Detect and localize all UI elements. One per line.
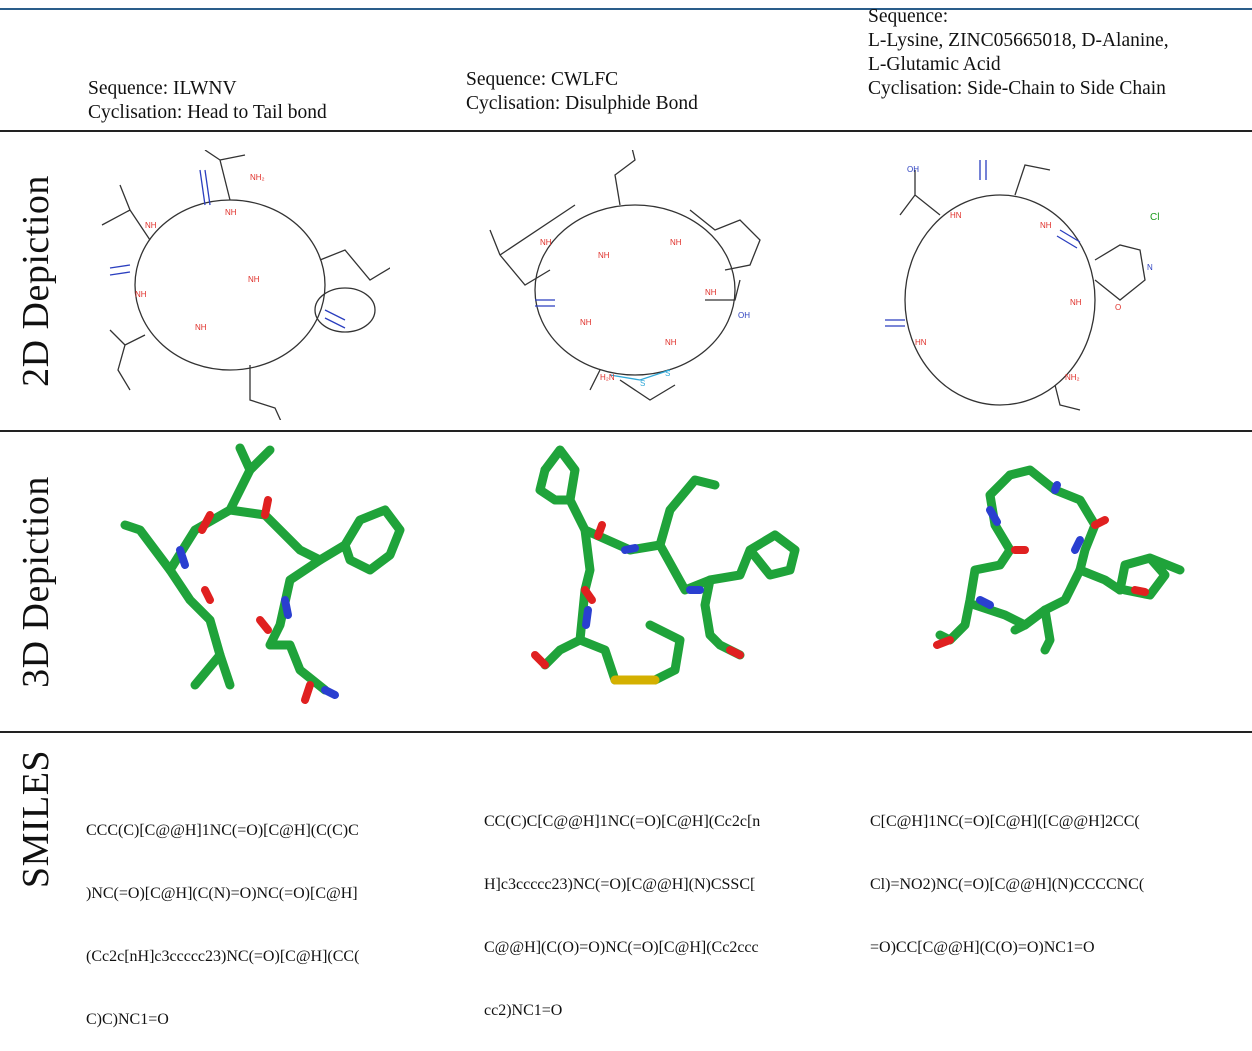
atom-label: O [1115,303,1121,312]
atom-label: NH [705,288,717,297]
smiles-peptide-1: CCC(C)[C@@H]1NC(=O)[C@H](C(C)C )NC(=O)[C… [86,822,360,1028]
cyclisation-line: Cyclisation: Disulphide Bond [466,93,698,114]
atom-label: NH [670,238,682,247]
header-cell-peptide-1: Sequence: ILWNV Cyclisation: Head to Tai… [88,77,327,125]
atom-label: NH [580,318,592,327]
sequence-line: Sequence: [868,6,949,27]
atom-label: NH [665,338,677,347]
atom-label: OH [738,311,750,320]
row-divider-3d-smiles [0,731,1252,733]
cyclisation-line: Cyclisation: Head to Tail bond [88,102,327,123]
atom-label: NH [195,323,207,332]
structure-3d-peptide-1 [120,443,405,704]
structure-2d-peptide-1: NH NH NH NH NH NH₂ [101,150,390,420]
top-rule [0,8,1252,10]
row-label-3d: 3D Depiction [15,475,58,688]
structure-3d-peptide-3 [933,465,1185,655]
atom-label: NH₂ [250,173,265,182]
atom-label: NH [135,290,147,299]
structure-3d-peptide-2 [531,445,800,685]
atom-label: S [665,369,670,378]
atom-label: H₂N [600,373,615,382]
header-cell-peptide-2: Sequence: CWLFC Cyclisation: Disulphide … [466,68,698,116]
row-label-smiles: SMILES [15,749,58,889]
atom-label: OH [907,165,919,174]
atom-label: NH₂ [1065,373,1080,382]
atom-label: NH [225,208,237,217]
atom-label: NH [598,251,610,260]
sequence-line: Sequence: ILWNV [88,78,237,99]
row-divider-2d-3d [0,430,1252,432]
atom-label: N [1147,263,1153,272]
row-label-2d: 2D Depiction [15,175,58,387]
header-divider [0,130,1252,132]
structure-2d-peptide-3: OH HN NH NH HN NH₂ Cl N O [885,160,1159,411]
atom-label: NH [1070,298,1082,307]
smiles-peptide-2: CC(C)C[C@@H]1NC(=O)[C@H](Cc2c[n H]c3cccc… [484,813,761,1019]
smiles-peptide-3: C[C@H]1NC(=O)[C@H]([C@@H]2CC( Cl)=NO2)NC… [870,813,1145,956]
atom-label: NH [248,275,260,284]
atom-label: Cl [1150,212,1159,223]
header-cell-peptide-3: Sequence: L-Lysine, ZINC05665018, D-Alan… [868,5,1169,101]
atom-label: S [640,379,645,388]
sequence-line: L-Lysine, ZINC05665018, D-Alanine, [868,30,1169,51]
cyclisation-line: Cyclisation: Side-Chain to Side Chain [868,78,1166,99]
atom-label: HN [950,211,962,220]
structure-2d-peptide-2: NH NH NH NH NH NH H₂N S S OH [489,150,761,401]
sequence-line: Sequence: CWLFC [466,69,619,90]
sequence-line: L-Glutamic Acid [868,54,1001,75]
atom-label: HN [915,338,927,347]
atom-label: NH [145,221,157,230]
atom-label: NH [540,238,552,247]
atom-label: NH [1040,221,1052,230]
